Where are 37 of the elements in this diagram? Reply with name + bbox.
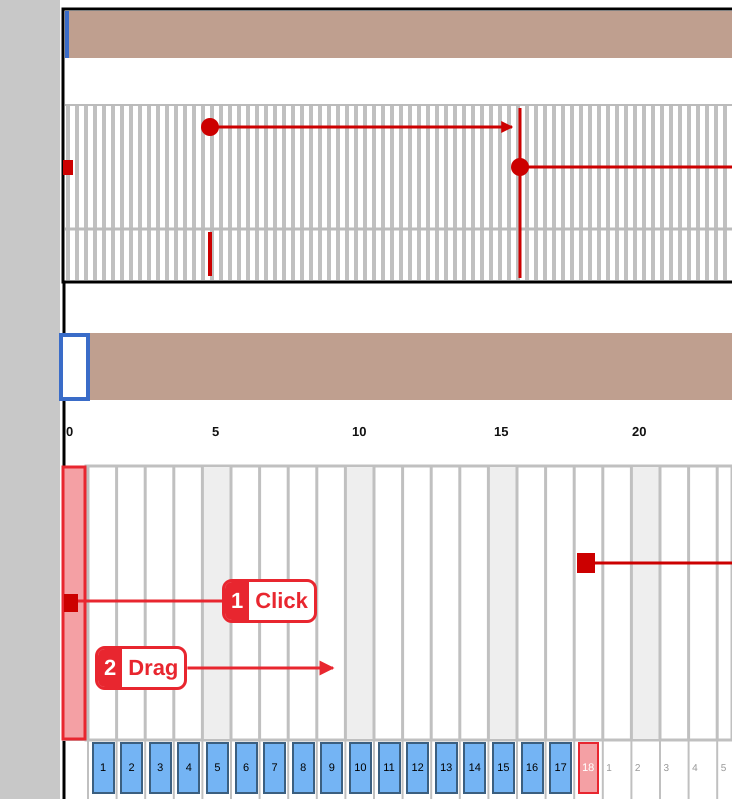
step-number: 2 (98, 649, 122, 687)
ruler-label: 15 (494, 424, 508, 439)
frame-number: 3 (664, 762, 670, 776)
selected-frame: 10 (348, 742, 372, 794)
frame-number: 5 (720, 762, 728, 776)
selected-frame: 15 (492, 742, 515, 794)
selected-frame: 7 (263, 742, 286, 794)
selected-frame: 11 (378, 742, 400, 794)
step-number: 1 (225, 582, 250, 620)
selected-frame: 16 (520, 742, 544, 794)
ruler-label: 0 (66, 424, 74, 439)
selected-frame: 4 (177, 742, 200, 794)
selected-frame: 17 (549, 742, 572, 794)
selected-frame: 12 (406, 742, 430, 794)
ruler-label: 20 (632, 424, 646, 439)
selected-frame: 6 (234, 742, 258, 794)
ruler-label: 5 (212, 424, 220, 439)
frame-number: 4 (692, 762, 699, 776)
selected-frame: 5 (206, 742, 229, 794)
ruler-label: 10 (352, 424, 366, 439)
selected-frame: 2 (120, 742, 144, 794)
frame-number: 2 (634, 762, 642, 776)
selected-frame: 1 (92, 742, 114, 794)
keyframe-marker (64, 594, 78, 612)
callout-badge (95, 646, 188, 690)
leader-line (78, 600, 222, 602)
selected-frame: 9 (320, 742, 344, 794)
selected-frame: 14 (463, 742, 486, 794)
frame-number: 1 (606, 762, 613, 776)
current-frame: 18 (578, 742, 599, 794)
callout-badge (222, 579, 317, 623)
selected-frame: 13 (434, 742, 458, 794)
step-label: Click (254, 587, 309, 615)
selected-frame: 3 (148, 742, 172, 794)
step-label: Drag (127, 654, 180, 682)
arrow (187, 660, 334, 676)
selected-frame: 8 (292, 742, 315, 794)
